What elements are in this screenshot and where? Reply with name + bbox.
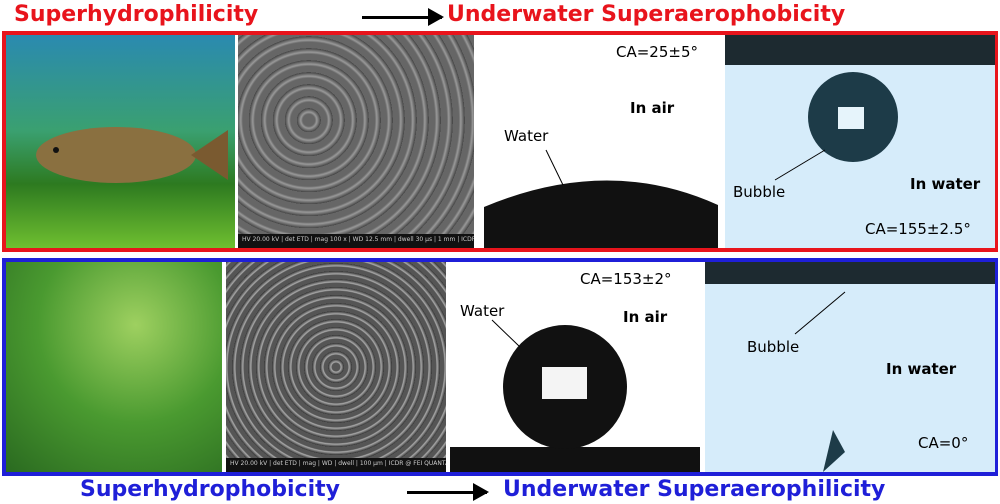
ca-value: CA=155±2.5° bbox=[865, 220, 971, 238]
bubble-label: Bubble bbox=[733, 183, 786, 201]
medium-label: In water bbox=[910, 175, 981, 193]
ca-value: CA=25±5° bbox=[616, 43, 699, 61]
medium-label: In air bbox=[623, 308, 668, 326]
sem-info-bar: HV 20.00 kV | det ETD | mag 100 x | WD 1… bbox=[238, 234, 474, 248]
contact-angle-water-hydrophobic: Bubble In water CA=0° bbox=[705, 262, 995, 472]
red-frame bbox=[2, 31, 998, 252]
sem-image-hydrophilic: HV 20.00 kV | det ETD | mag 100 x | WD 1… bbox=[238, 35, 474, 248]
contact-angle-water-hydrophilic: Bubble In water CA=155±2.5° bbox=[725, 35, 995, 248]
top-arrow-icon bbox=[362, 8, 444, 26]
sem-image-hydrophobic: HV 20.00 kV | det ETD | mag | WD | dwell… bbox=[226, 262, 446, 472]
medium-label: In air bbox=[630, 99, 675, 117]
fish-photo bbox=[6, 35, 235, 248]
ca-value: CA=0° bbox=[918, 434, 969, 452]
contact-angle-air-hydrophilic: CA=25±5° In air Water bbox=[478, 35, 722, 248]
top-left-title: Superhydrophilicity bbox=[14, 2, 259, 27]
medium-label: In water bbox=[886, 360, 957, 378]
sem-info-bar: HV 20.00 kV | det ETD | mag | WD | dwell… bbox=[226, 458, 446, 472]
top-right-title: Underwater Superaerophobicity bbox=[447, 2, 846, 27]
bottom-arrow-icon bbox=[407, 483, 489, 501]
water-label: Water bbox=[460, 302, 505, 320]
lotus-photo bbox=[6, 262, 222, 472]
blue-frame bbox=[2, 258, 998, 476]
bubble-label: Bubble bbox=[747, 338, 800, 356]
contact-angle-air-hydrophobic: CA=153±2° In air Water bbox=[450, 262, 700, 472]
bottom-right-title: Underwater Superaerophilicity bbox=[503, 477, 886, 502]
bottom-left-title: Superhydrophobicity bbox=[80, 477, 340, 502]
water-label: Water bbox=[504, 127, 549, 145]
ca-value: CA=153±2° bbox=[580, 270, 672, 288]
